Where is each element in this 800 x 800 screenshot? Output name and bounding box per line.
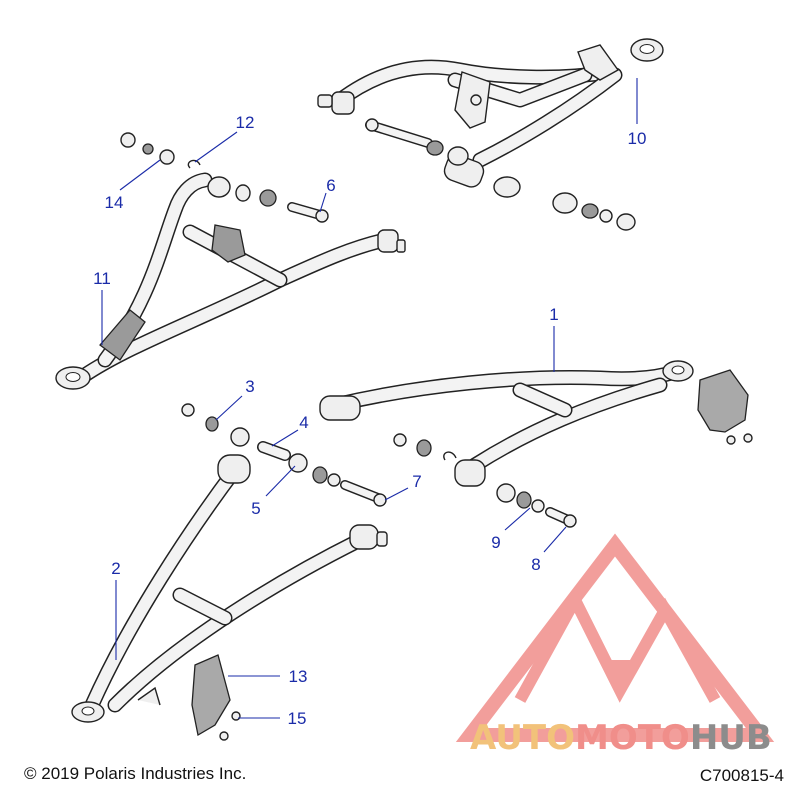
svg-text:2: 2: [111, 559, 120, 578]
svg-text:9: 9: [491, 533, 500, 552]
watermark-logo: [455, 533, 775, 742]
callout-6: 6: [319, 176, 336, 213]
svg-text:8: 8: [531, 555, 540, 574]
copyright-text: © 2019 Polaris Industries Inc.: [24, 764, 247, 783]
watermark-hub: HUB: [689, 718, 772, 758]
svg-text:10: 10: [628, 129, 647, 148]
a-arm-part-10: [317, 38, 664, 231]
svg-text:13: 13: [289, 667, 308, 686]
callout-12: 12: [194, 113, 255, 163]
a-arm-part-11: [55, 132, 406, 390]
callout-7: 7: [384, 472, 422, 501]
callout-14: 14: [105, 159, 161, 212]
svg-text:15: 15: [288, 709, 307, 728]
svg-text:3: 3: [245, 377, 254, 396]
a-arm-part-2: [71, 454, 388, 741]
callout-9: 9: [491, 507, 531, 552]
callout-4: 4: [271, 413, 309, 447]
callout-15: 15: [238, 709, 306, 728]
svg-text:6: 6: [326, 176, 335, 195]
watermark-auto: AUTO: [470, 718, 575, 758]
svg-text:11: 11: [93, 269, 111, 288]
callout-2: 2: [111, 559, 121, 660]
callout-8: 8: [531, 526, 567, 574]
callout-11: 11: [93, 269, 111, 345]
svg-text:5: 5: [251, 499, 260, 518]
watermark-moto: MOTO: [574, 718, 690, 758]
callout-3: 3: [215, 377, 255, 421]
svg-text:12: 12: [236, 113, 255, 132]
svg-text:7: 7: [412, 472, 421, 491]
watermark-text: AUTOMOTOHUB: [470, 718, 772, 758]
svg-text:1: 1: [549, 305, 558, 324]
callout-1: 1: [549, 305, 559, 372]
diagram-code: C700815-4: [699, 766, 784, 785]
callout-13: 13: [228, 667, 307, 686]
callout-10: 10: [628, 78, 647, 148]
callout-5: 5: [251, 465, 296, 518]
svg-text:4: 4: [299, 413, 308, 432]
svg-text:14: 14: [105, 193, 124, 212]
a-arm-part-1: [181, 360, 753, 528]
